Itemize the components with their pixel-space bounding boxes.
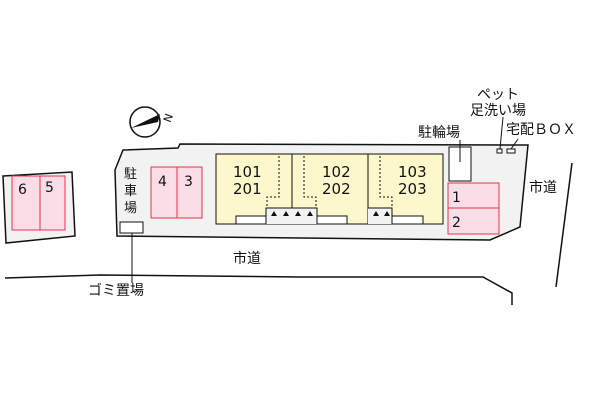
unit-1: 101 201 bbox=[233, 163, 262, 198]
parking-space-2: 2 bbox=[447, 207, 500, 235]
svg-text:2: 2 bbox=[452, 215, 461, 231]
parking-space-5: 5 bbox=[39, 175, 66, 231]
svg-text:102: 102 bbox=[322, 163, 351, 181]
unit-3: 103 203 bbox=[398, 163, 427, 198]
delivery-box bbox=[506, 148, 516, 154]
unit-2: 102 202 bbox=[322, 163, 351, 198]
garbage-label: ゴミ置場 bbox=[88, 282, 144, 299]
road-east-edge bbox=[555, 162, 573, 288]
parking-label-2: 車 bbox=[124, 184, 137, 199]
parking-space-4: 4 bbox=[150, 166, 178, 219]
svg-text:5: 5 bbox=[45, 180, 54, 196]
parking-space-3: 3 bbox=[176, 166, 203, 219]
delivery-box-label: 宅配ＢＯＸ bbox=[506, 122, 576, 138]
pet-wash-label-line2: 足洗い場 bbox=[470, 103, 526, 119]
parking-label-3: 場 bbox=[124, 201, 137, 216]
road-east-label: 市道 bbox=[529, 179, 557, 196]
svg-text:202: 202 bbox=[322, 180, 351, 198]
road-south-label: 市道 bbox=[233, 250, 261, 267]
compass-north-label: N bbox=[161, 112, 176, 124]
svg-text:203: 203 bbox=[398, 180, 427, 198]
bicycle-parking-label: 駐輪場 bbox=[418, 124, 460, 141]
parking-space-6: 6 bbox=[11, 175, 41, 231]
svg-text:101: 101 bbox=[233, 163, 262, 181]
pet-wash-area bbox=[496, 148, 503, 154]
compass-icon: N bbox=[129, 106, 176, 138]
road-south-edge bbox=[4, 274, 513, 305]
svg-text:201: 201 bbox=[233, 180, 262, 198]
svg-text:4: 4 bbox=[158, 174, 167, 190]
svg-text:6: 6 bbox=[18, 182, 27, 198]
svg-text:103: 103 bbox=[398, 163, 427, 181]
parking-space-1: 1 bbox=[447, 182, 500, 209]
pet-wash-label-line1: ペット bbox=[477, 87, 519, 103]
svg-text:3: 3 bbox=[184, 174, 193, 190]
parking-label-1: 駐 bbox=[124, 167, 137, 182]
svg-text:1: 1 bbox=[452, 190, 461, 206]
garbage-area bbox=[119, 221, 144, 234]
building bbox=[215, 153, 444, 225]
